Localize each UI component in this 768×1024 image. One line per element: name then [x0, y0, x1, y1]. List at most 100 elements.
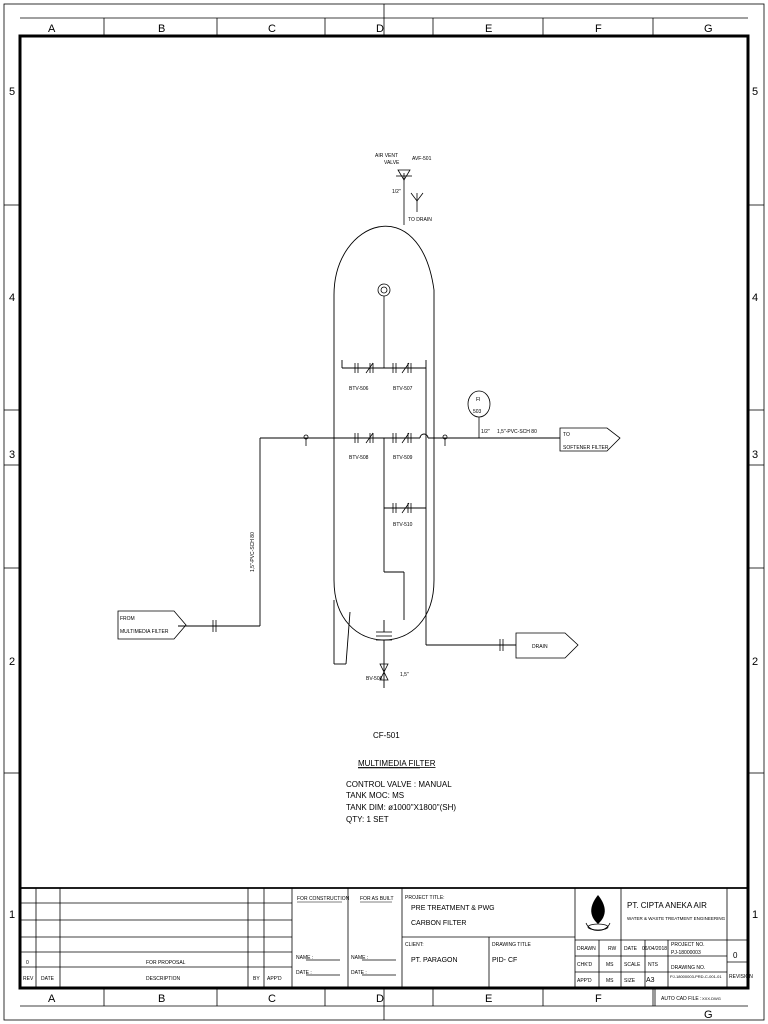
grid-row-5-right: 5 — [752, 86, 758, 98]
grid-col-e-bottom: E — [485, 993, 492, 1005]
project-title-line-2: CARBON FILTER — [411, 920, 467, 927]
grid-row-4-right: 4 — [752, 292, 758, 304]
valve-btv-506: BTV-506 — [349, 386, 369, 392]
construction-date-label: DATE : — [296, 970, 312, 976]
valve-btv-506-symbol — [354, 362, 374, 374]
client-label: CLIENT: — [405, 942, 424, 948]
carbon-filter-vessel — [333, 225, 435, 665]
header-rev: REV — [23, 976, 34, 982]
grid-row-2-right: 2 — [752, 656, 758, 668]
to-softener-2: SOFTENER FILTER — [563, 445, 609, 451]
air-vent-label-1: AIR VENT — [375, 153, 398, 159]
from-multimedia-connector — [117, 610, 187, 640]
outlet-pipe: 1,5"-PVC-SCH 80 — [497, 429, 537, 435]
valve-btv-509-symbol — [392, 432, 412, 444]
drawing-title-value: PID- CF — [492, 957, 517, 964]
bv-506-symbol — [379, 663, 389, 681]
valve-btv-507: BTV-507 — [393, 386, 413, 392]
drawing-no-label: DRAWING NO. — [671, 965, 705, 971]
as-built-date-label: DATE : — [351, 970, 367, 976]
approved-value: MS — [606, 978, 614, 984]
spec-qty: QTY: 1 SET — [346, 815, 389, 824]
grid-col-f-top: F — [595, 23, 602, 35]
grid-col-f-bottom: F — [595, 993, 602, 1005]
company-subtitle: WATER & WASTE TREATMENT ENGINEERING — [627, 916, 726, 921]
grid-col-c-bottom: C — [268, 993, 276, 1005]
from-multimedia-1: FROM — [120, 616, 135, 622]
company-name: PT. CIPTA ANEKA AIR — [627, 901, 707, 910]
valve-btv-508-symbol — [354, 432, 374, 444]
auto-cad-label: AUTO CAD FILE : — [661, 996, 701, 1002]
revision-label: REVISION — [729, 974, 753, 980]
drawn-value: RW — [608, 946, 617, 952]
project-no-label: PROJECT NO. — [671, 942, 705, 948]
bottom-valve-size: 1,5" — [400, 672, 409, 678]
grid-col-d-bottom: D — [376, 993, 384, 1005]
drain-flange — [499, 639, 504, 651]
grid-col-g-bottom: G — [704, 1009, 713, 1021]
from-multimedia-2: MULTIMEDIA FILTER — [120, 629, 169, 635]
project-no-value: PJ-18000003 — [671, 950, 701, 956]
spec-tank-dim: TANK DIM: ø1000"X1800"(SH) — [346, 803, 456, 812]
air-vent-tag: AVF-501 — [412, 156, 432, 162]
date-value: 06/04/2018 — [642, 946, 667, 952]
valve-btv-510: BTV-510 — [393, 522, 413, 528]
revision-value: 0 — [733, 951, 738, 960]
for-construction: FOR CONSTRUCTION — [297, 896, 350, 902]
grid-col-b-bottom: B — [158, 993, 165, 1005]
grid-col-c-top: C — [268, 23, 276, 35]
fi-number: 503 — [473, 409, 482, 415]
bottom-valve: BV-506 — [366, 676, 383, 682]
grid-row-1-right: 1 — [752, 909, 758, 921]
top-distributor — [377, 283, 391, 368]
auto-cad-value: XXX.DWG — [702, 996, 721, 1001]
to-softener-connector — [559, 427, 621, 452]
to-softener-1: TO — [563, 432, 570, 438]
grid-row-4-left: 4 — [9, 292, 15, 304]
approved-label: APP'D — [577, 978, 592, 984]
date-label: DATE — [624, 946, 638, 952]
flow-marker-2 — [442, 434, 448, 446]
spec-tank-moc: TANK MOC: MS — [346, 791, 404, 800]
grid-col-a-top: A — [48, 23, 56, 35]
outlet-size: 1/2" — [481, 429, 490, 435]
equipment-tag: CF-501 — [373, 731, 400, 740]
checked-label: CHK'D — [577, 962, 593, 968]
valve-btv-509: BTV-509 — [393, 455, 413, 461]
header-date: DATE — [41, 976, 55, 982]
grid-col-e-top: E — [485, 23, 492, 35]
vent-size: 1/2" — [392, 189, 401, 195]
grid-row-5-left: 5 — [9, 86, 15, 98]
valve-btv-508: BTV-508 — [349, 455, 369, 461]
client-value: PT. PARAGON — [411, 957, 458, 964]
flow-indicator — [467, 390, 491, 438]
to-drain-top: TO DRAIN — [408, 217, 432, 223]
inlet-flange — [212, 620, 217, 632]
scale-value: NTS — [648, 962, 659, 968]
equipment-name: MULTIMEDIA FILTER — [358, 759, 436, 768]
drain-connector — [515, 632, 579, 659]
project-title-label: PROJECT TITLE: — [405, 895, 445, 901]
construction-name-label: NAME : — [296, 955, 313, 961]
grid-row-1-left: 1 — [9, 909, 15, 921]
drain-label: DRAIN — [532, 644, 548, 650]
butterfly-valves — [212, 362, 504, 681]
fi-label: FI — [476, 397, 480, 403]
grid-col-d-top: D — [376, 23, 384, 35]
bottom-flange — [376, 631, 392, 641]
rev-row-rev: 0 — [26, 960, 29, 966]
for-as-built: FOR AS BUILT — [360, 896, 394, 902]
size-value: A3 — [646, 977, 655, 984]
grid-row-3-left: 3 — [9, 449, 15, 461]
drawn-label: DRAWN — [577, 946, 596, 952]
drawing-title-label: DRAWING TITLE — [492, 942, 532, 948]
grid-row-3-right: 3 — [752, 449, 758, 461]
rev-row-desc: FOR PROPOSAL — [146, 960, 186, 966]
as-built-name-label: NAME : — [351, 955, 368, 961]
header-by: BY — [253, 976, 260, 982]
air-vent-label-2: VALVE — [384, 160, 400, 166]
internal-piping — [178, 360, 560, 688]
header-description: DESCRIPTION — [146, 976, 181, 982]
checked-value: MS — [606, 962, 614, 968]
